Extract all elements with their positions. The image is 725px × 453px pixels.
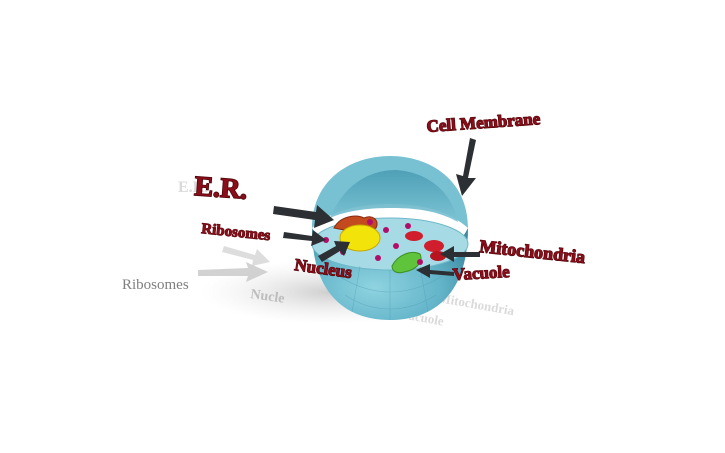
cell — [311, 156, 469, 320]
ghost-er: E.R. — [178, 179, 208, 196]
nucleus-body — [339, 224, 381, 252]
nucleus-arrow-icon — [318, 241, 350, 262]
shadow-arrow-icon — [198, 262, 268, 282]
cell-membrane-label: Cell Membrane — [426, 109, 541, 136]
mitochondrion-2 — [424, 240, 444, 252]
cell-inner-wall — [330, 170, 458, 222]
shadow-arrow-icon-2 — [222, 246, 270, 266]
vacuole-label: Vacuole — [452, 262, 510, 284]
vacuole-arrow-icon — [416, 264, 454, 278]
ribosomes-label: Ribosomes — [201, 221, 272, 244]
vacuole-body — [391, 252, 422, 274]
ribosomes-shadow-label: Ribosomes — [122, 277, 189, 293]
pointer-arrows — [273, 138, 480, 278]
mitochondria-arrow-icon — [440, 246, 480, 262]
ribosomes-arrow-icon — [283, 230, 326, 246]
er-label: E.R. — [194, 171, 249, 206]
er-arrow-icon — [273, 205, 334, 228]
shell-facets — [329, 265, 451, 320]
ghost-nucleus: Nucle — [249, 287, 285, 307]
cell-membrane-arrow-icon — [456, 138, 476, 196]
mitochondrion-1 — [405, 231, 423, 241]
